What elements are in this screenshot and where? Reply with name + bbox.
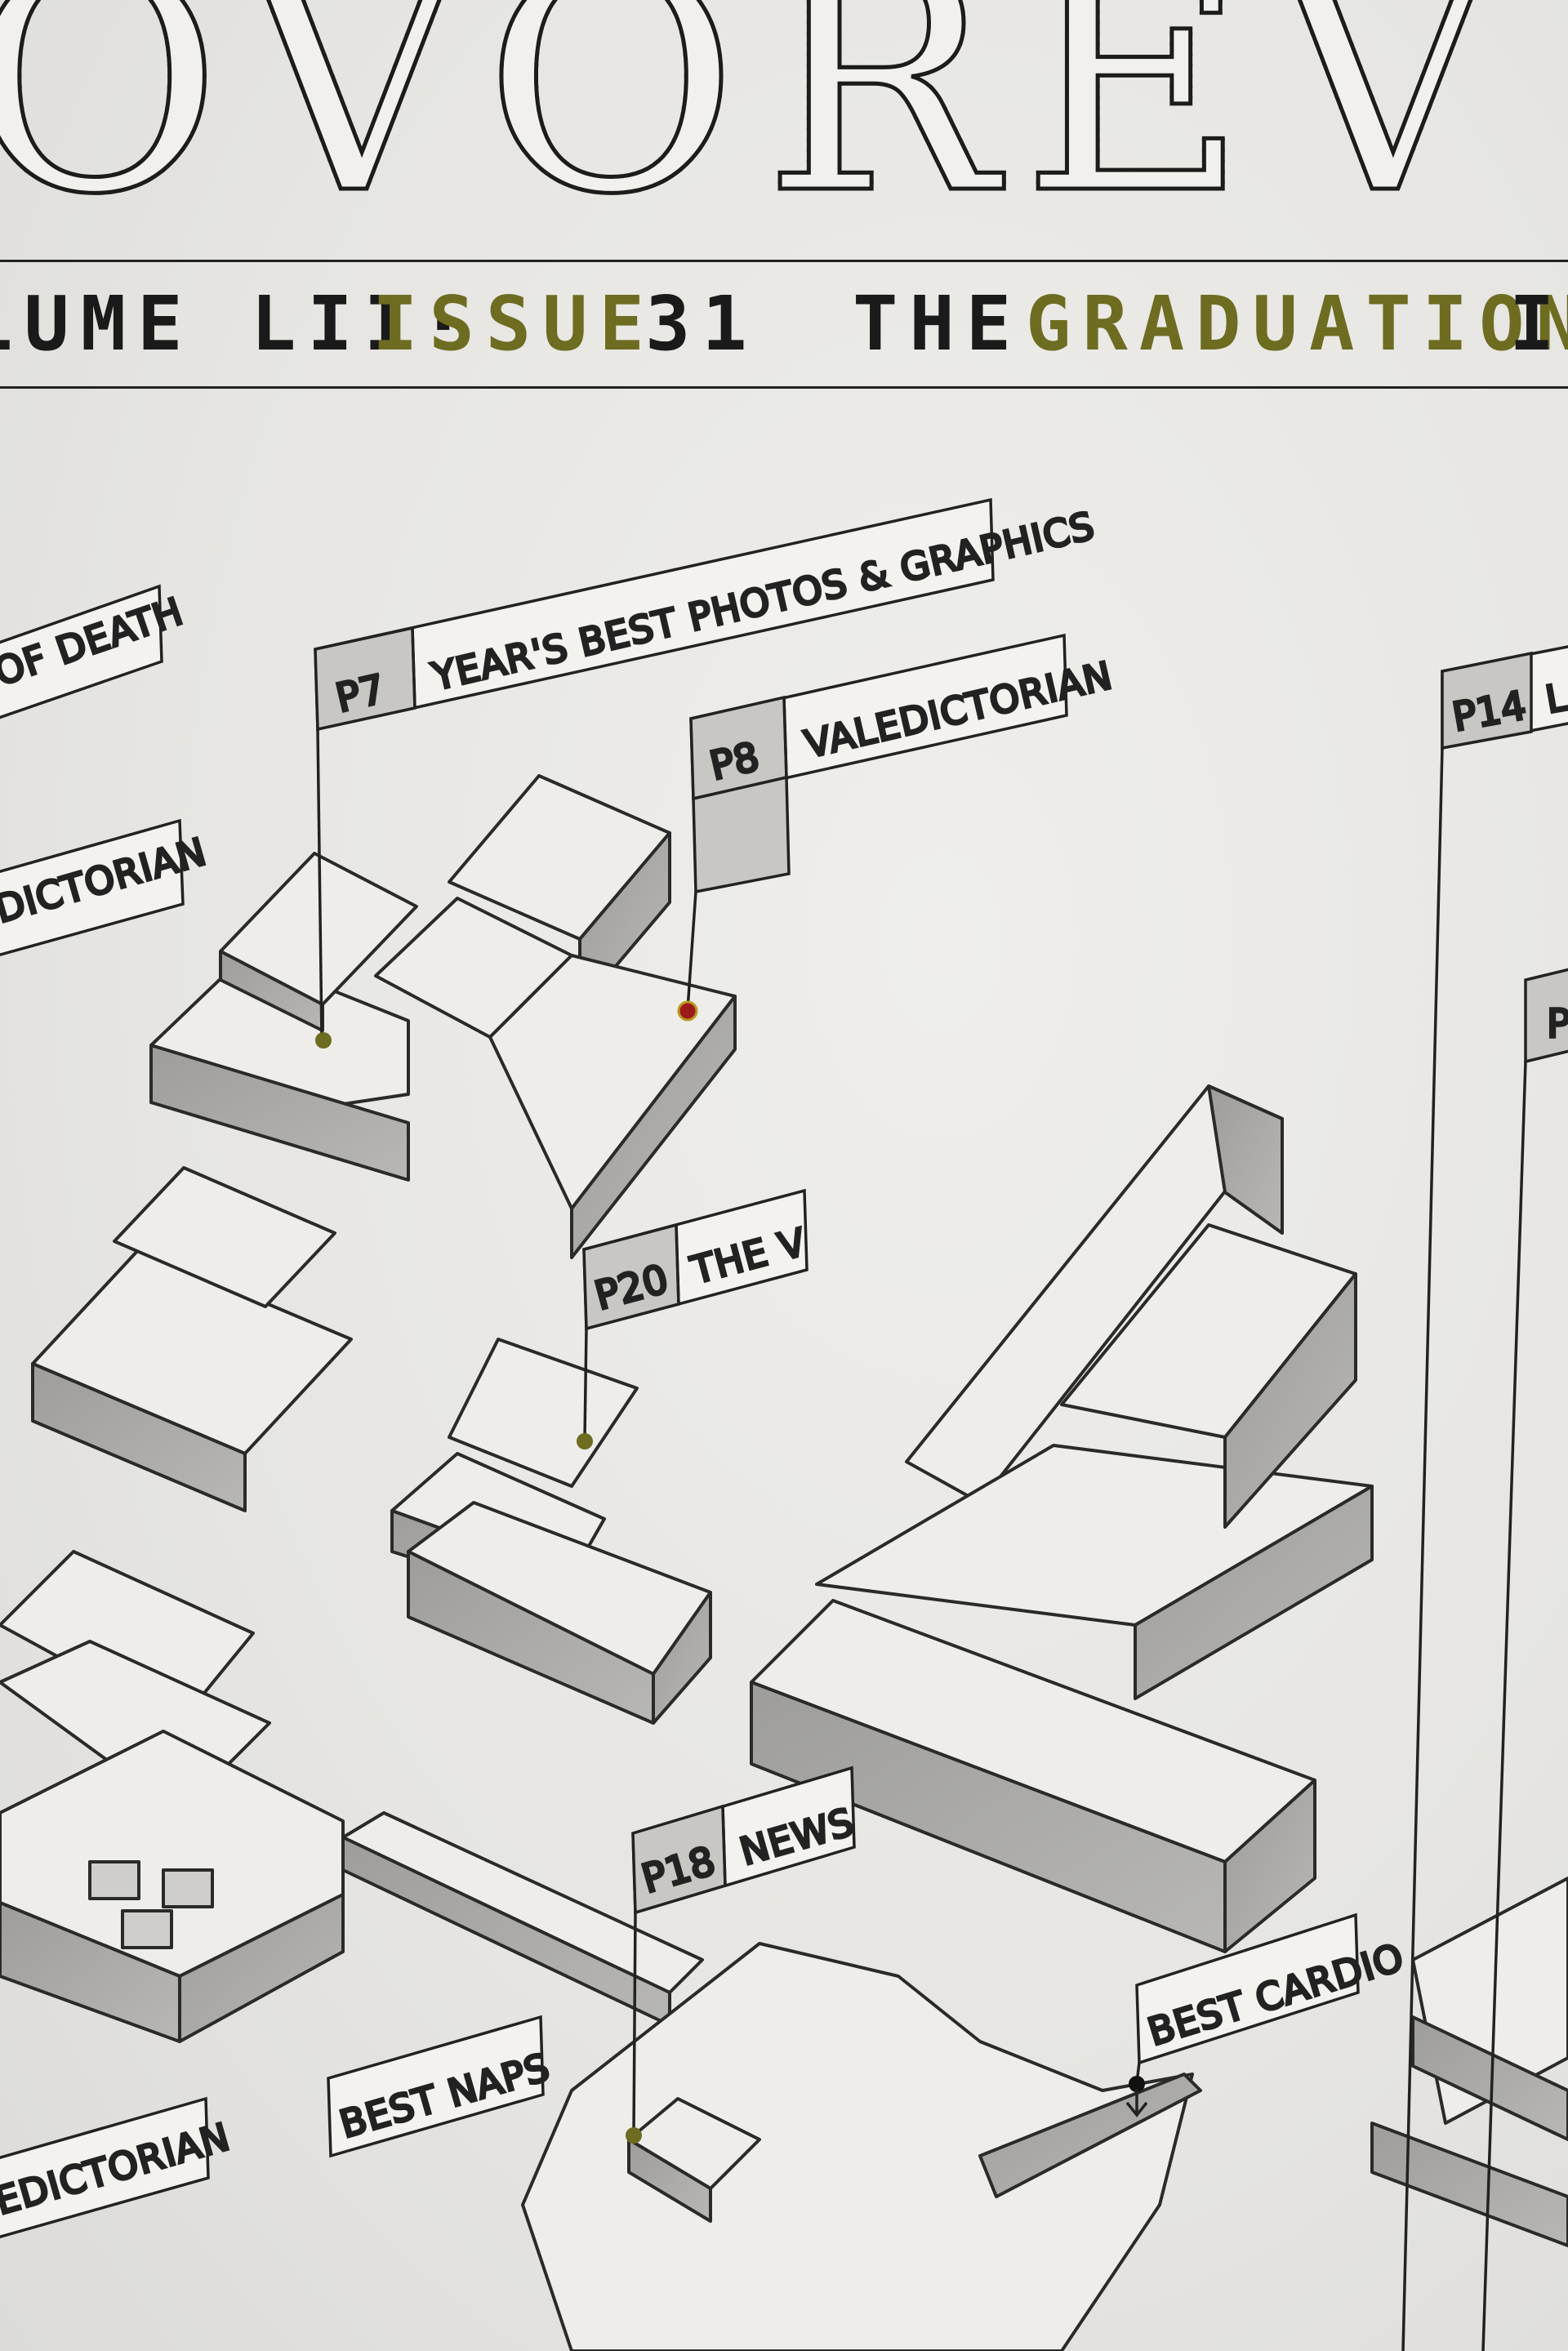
issue-cut-text: IS [1509, 280, 1568, 367]
marker-p7 [315, 1032, 332, 1049]
the-label: THE [853, 280, 1023, 367]
building-west-block [31, 1166, 353, 1512]
label-p-right: P [1481, 968, 1568, 2351]
label-p20: P20 THE V [577, 1188, 813, 1449]
marker-p18 [626, 2127, 642, 2144]
label-edictorian: EDICTORIAN [0, 2096, 236, 2238]
label-p8: P8 VALEDICTORIAN [677, 633, 1118, 1022]
marker-best-cardio [1129, 2076, 1145, 2092]
masthead-title: OVOREV [0, 0, 1521, 238]
label-p8-page: P8 [706, 734, 764, 790]
marker-p8 [677, 1000, 698, 1022]
building-library-wing [0, 1550, 345, 2043]
building-long-hall [750, 1084, 1374, 1953]
label-p-right-page: P [1547, 1001, 1568, 1047]
graduation-label: GRADUATION [1026, 280, 1568, 367]
label-best-naps: BEST NAPS [327, 2015, 556, 2158]
building-photos [149, 852, 418, 1182]
issue-number: 31 [645, 280, 759, 367]
label-p14: P14 L [1401, 645, 1568, 2351]
marker-p20 [577, 1433, 593, 1449]
campus-buildings [0, 774, 1568, 2351]
label-dictorian: DICTORIAN [0, 818, 212, 957]
issue-bar: LUME LII· ISSUE 31 THE GRADUATION IS [0, 260, 1568, 389]
building-valedictorian [374, 774, 737, 1259]
building-news [521, 1942, 1202, 2351]
building-east-edge [1370, 1877, 1568, 2247]
volume-text: LUME LII· [0, 280, 478, 367]
building-the-v [390, 1338, 712, 1725]
walkway [341, 1811, 704, 2027]
issue-label: ISSUE [372, 280, 656, 367]
label-of-death: OF DEATH [0, 584, 190, 719]
label-p18: P18 NEWS [626, 1765, 860, 2144]
